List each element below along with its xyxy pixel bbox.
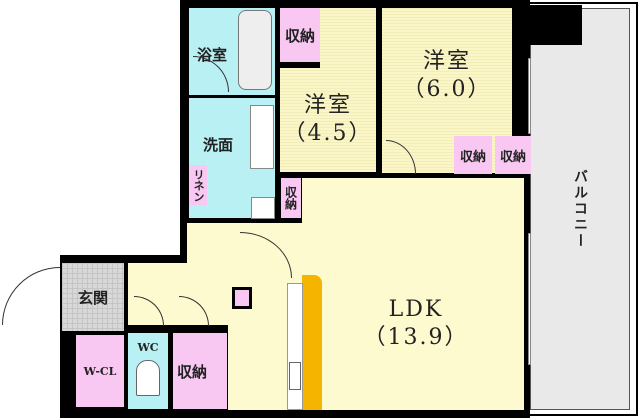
western-room-4-5: 洋室 （4.5） <box>280 68 376 172</box>
western-room-label: 洋室 <box>303 93 352 118</box>
stove-icon <box>289 362 301 390</box>
storage-bottom: 収納 <box>173 333 227 409</box>
washer-icon <box>251 197 275 219</box>
storage-right-1: 収納 <box>454 136 492 174</box>
wc: WC <box>128 333 168 409</box>
western-room-size: （4.5） <box>283 121 373 146</box>
window-western-6 <box>528 58 531 134</box>
walk-in-closet: W-CL <box>76 335 124 407</box>
storage-mid: 収納 <box>281 178 301 218</box>
storage-top: 収納 <box>280 8 320 62</box>
storage-right-2: 収納 <box>495 136 531 174</box>
small-closet <box>232 287 252 309</box>
bathtub-icon <box>238 10 272 90</box>
western-room-4-5-upper <box>320 8 376 70</box>
sink-icon <box>250 105 274 169</box>
pillar-top-right <box>512 5 582 45</box>
kitchen-sink-stove <box>287 283 303 410</box>
entrance-door[interactable] <box>2 267 60 325</box>
linen-closet: リネン <box>189 165 207 205</box>
window-ldk <box>528 233 531 365</box>
balcony-label: バルコニー <box>572 169 588 249</box>
kitchen-counter <box>302 275 322 410</box>
toilet-icon <box>136 360 160 396</box>
balcony: バルコニー <box>530 8 630 410</box>
entrance: 玄関 <box>62 263 124 331</box>
